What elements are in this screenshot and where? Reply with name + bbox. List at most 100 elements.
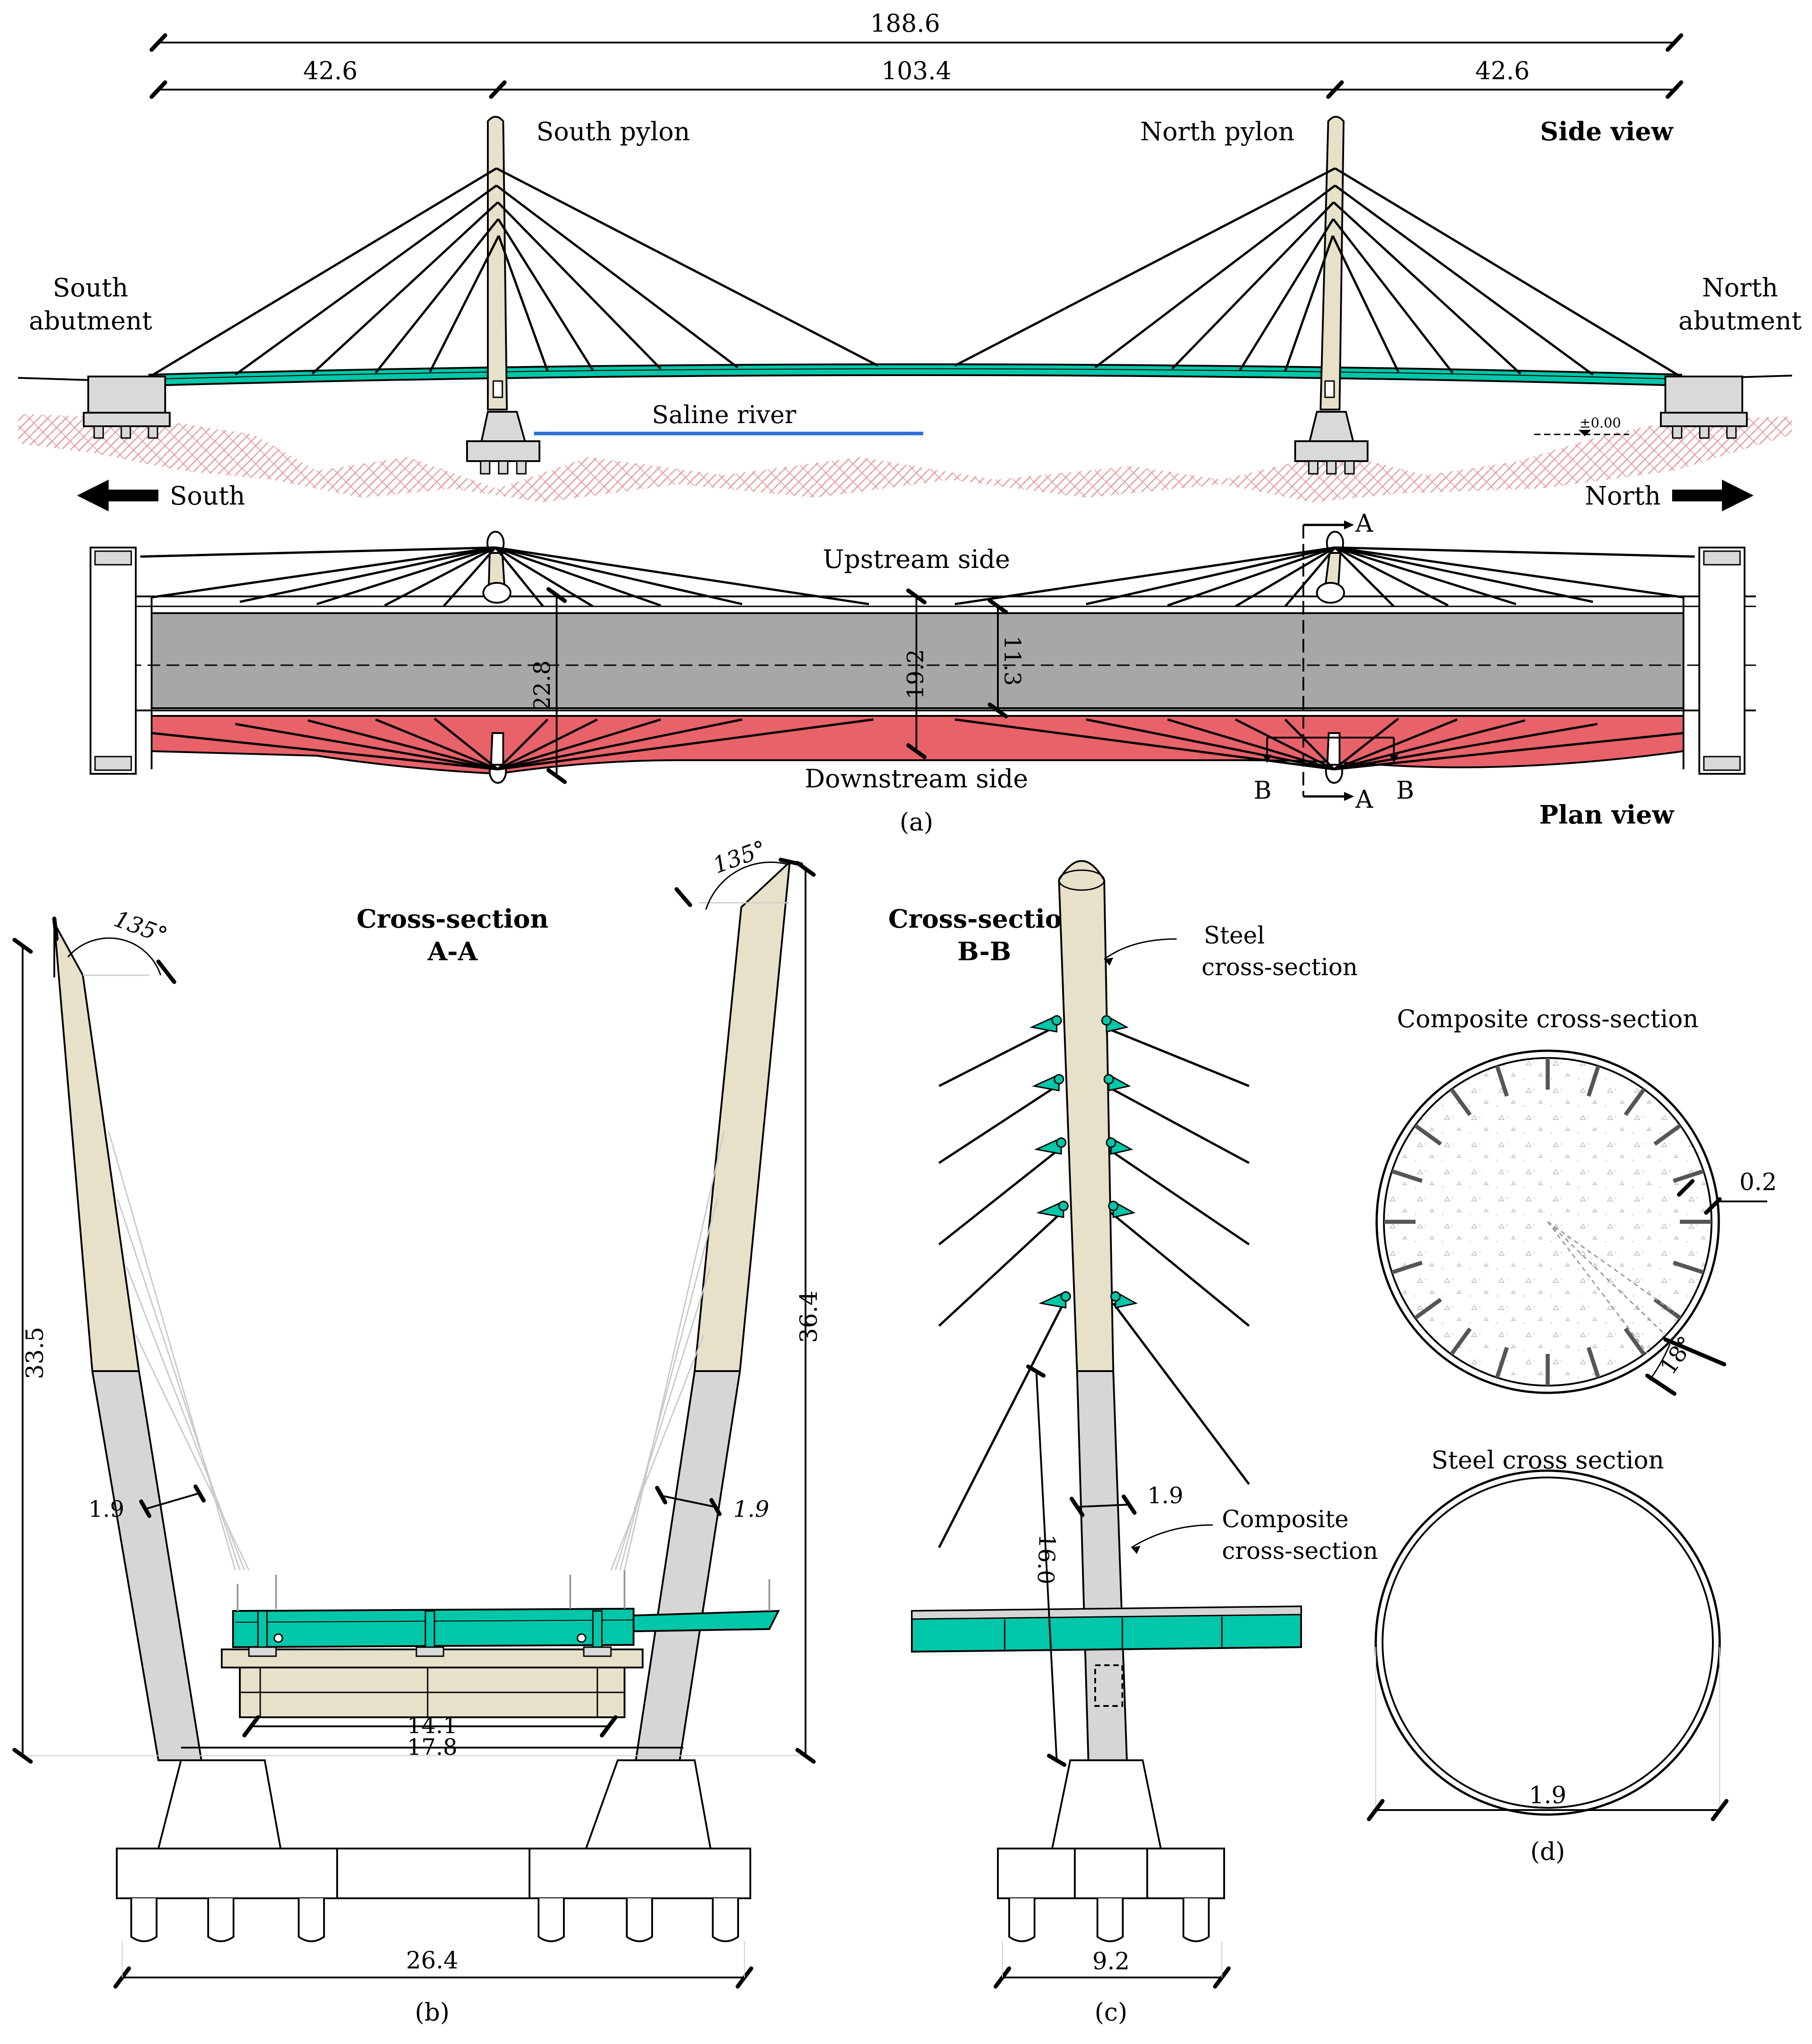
shear-stud: [1414, 1297, 1442, 1320]
section-mark-a-bottom: A: [1355, 785, 1373, 814]
bb-anchors: [1030, 1015, 1138, 1309]
plan-dim-11-3: 11.3: [999, 635, 1025, 686]
bb-steel-label-1: Steel: [1204, 922, 1265, 949]
plan-dim-19-2: 19.2: [902, 649, 929, 699]
downstream-label: Downstream side: [805, 764, 1028, 794]
section-mark-b-right: B: [1396, 776, 1414, 805]
composite-section-circle: [1375, 1049, 1726, 1396]
shear-stud: [1450, 1327, 1472, 1356]
section-cut-markers: [1263, 520, 1398, 801]
composite-thickness: 0.2: [1740, 1169, 1777, 1196]
aa-cable-fan: [108, 1131, 725, 1571]
aa-deck-inner: 14.1: [407, 1712, 457, 1739]
shear-stud: [1586, 1065, 1601, 1097]
shear-stud: [1653, 1124, 1682, 1146]
aa-deck: [221, 1570, 780, 1718]
plan-dim-22-8: 22.8: [529, 660, 555, 710]
plan-dimensions: 22.8 19.2 11.3: [529, 587, 1025, 784]
side-view-title: Side view: [1540, 117, 1674, 147]
south-arrow-icon: [77, 480, 158, 511]
aa-right-leg-steel: [693, 859, 791, 1372]
dim-main-span: 103.4: [882, 57, 952, 85]
aa-width-left: 1.9: [88, 1496, 124, 1522]
north-abutment-label-1: North: [1702, 273, 1778, 303]
cross-section-bb: Cross-section B-B: [888, 860, 1378, 2026]
shear-stud: [1450, 1088, 1472, 1116]
dim-right-span: 42.6: [1475, 57, 1530, 85]
bb-composite-label-1: Composite: [1222, 1506, 1349, 1533]
cross-section-aa: Cross-section A-A: [12, 835, 823, 2026]
bb-width: 1.9: [1147, 1482, 1183, 1509]
side-view: 188.6 42.6 103.4 42.6 Saline river ±0.00: [18, 9, 1802, 511]
section-bb-title-2: B-B: [958, 937, 1011, 967]
circular-sections: Composite cross-section 18° 0.2 Steel cr…: [1367, 1005, 1777, 1866]
plan-view: 22.8 19.2 11.3 Upstream side Downstream …: [90, 509, 1756, 836]
caption-a: (a): [900, 808, 933, 836]
upstream-label: Upstream side: [823, 545, 1010, 574]
span-dimensions: 188.6 42.6 103.4 42.6: [149, 9, 1683, 99]
bb-foundation: [997, 1759, 1225, 1942]
shear-stud: [1623, 1327, 1646, 1356]
section-bb-title-1: Cross-section: [888, 904, 1080, 934]
shear-stud: [1495, 1347, 1509, 1378]
north-pylon: [1294, 116, 1369, 475]
aa-left-leg-composite: [91, 1370, 203, 1761]
bb-stay-cables: [938, 1026, 1250, 1548]
south-pylon-label: South pylon: [536, 117, 690, 147]
shear-stud: [1414, 1124, 1442, 1146]
steel-diameter: 1.9: [1529, 1782, 1567, 1809]
composite-section-title: Composite cross-section: [1397, 1005, 1698, 1033]
north-pylon-label: North pylon: [1140, 117, 1294, 147]
caption-d: (d): [1531, 1837, 1565, 1866]
section-aa-title-2: A-A: [427, 937, 478, 967]
south-pylon: [466, 116, 540, 475]
shear-stud: [1673, 1169, 1704, 1183]
level-label: ±0.00: [1579, 415, 1621, 431]
shear-stud: [1391, 1260, 1423, 1275]
aa-right-leg-composite: [634, 1370, 741, 1761]
bb-deck: [911, 1605, 1302, 1707]
dim-left-span: 42.6: [303, 57, 358, 85]
aa-foundation: [116, 1759, 751, 1942]
section-mark-b-left: B: [1254, 776, 1272, 805]
caption-c: (c): [1095, 1998, 1127, 2026]
north-label: North: [1585, 481, 1661, 511]
section-mark-a-top: A: [1355, 509, 1373, 538]
south-abutment: [83, 376, 171, 439]
shear-stud: [1673, 1260, 1704, 1275]
aa-height-right: 36.4: [796, 1291, 823, 1343]
south-abutment-label-1: South: [53, 273, 129, 303]
section-aa-title-1: Cross-section: [357, 904, 548, 934]
aa-left-leg-steel: [53, 923, 140, 1372]
bb-steel-label-2: cross-section: [1202, 954, 1358, 981]
aa-angle-right: 135°: [710, 835, 770, 879]
river-label: Saline river: [652, 400, 796, 429]
north-arrow-icon: [1672, 480, 1754, 511]
side-stay-cables: [151, 167, 1680, 377]
bb-pylon-composite: [1076, 1370, 1128, 1761]
plan-view-title: Plan view: [1539, 800, 1674, 830]
plan-stay-cables: [140, 546, 1695, 771]
aa-angle-left: 135°: [110, 905, 171, 949]
bb-composite-label-2: cross-section: [1222, 1538, 1378, 1565]
shear-stud: [1391, 1169, 1423, 1183]
aa-base-width: 26.4: [406, 1947, 458, 1974]
shear-stud: [1623, 1088, 1646, 1116]
shear-stud: [1653, 1297, 1682, 1320]
dim-total: 188.6: [870, 9, 940, 38]
plan-abutments: [90, 547, 1745, 775]
south-abutment-label-2: abutment: [29, 306, 153, 336]
north-abutment: [1660, 376, 1748, 439]
bb-base-width: 9.2: [1092, 1948, 1130, 1975]
north-abutment-label-2: abutment: [1678, 306, 1802, 336]
shear-stud: [1586, 1347, 1601, 1378]
aa-deck-outer: 17.8: [407, 1734, 457, 1760]
aa-width-right: 1.9: [733, 1496, 769, 1522]
bb-height: 16.0: [1032, 1534, 1060, 1585]
caption-b: (b): [415, 1998, 450, 2026]
shear-stud: [1495, 1065, 1509, 1097]
ground-hatch: [18, 414, 1792, 502]
aa-dimensions: 33.5 36.4 1.9 1.9 14.1 17.8 26.4: [12, 835, 823, 1989]
aa-height-left: 33.5: [22, 1327, 49, 1379]
